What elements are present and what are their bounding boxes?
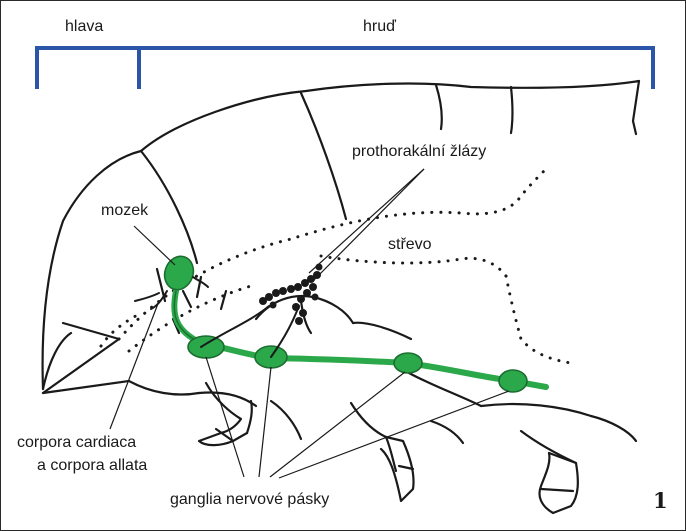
label-gut: střevo: [388, 236, 432, 253]
figure-number: 1: [653, 488, 668, 513]
label-prothoracic-glands: prothorakální žlázy: [352, 143, 486, 160]
leader-ganglion-2: [259, 367, 271, 477]
region-brackets: [37, 48, 653, 89]
leader-lines: [110, 169, 509, 478]
leg-2: [351, 403, 414, 501]
label-ganglia: ganglia nervové pásky: [170, 491, 329, 508]
head-bracket: [37, 48, 139, 89]
leader-brain: [134, 226, 175, 265]
label-corpora-line1: corpora cardiaca: [17, 434, 136, 451]
leader-prothoracic-2: [313, 169, 424, 281]
ganglion-4: [499, 370, 527, 392]
leader-ganglion-3: [270, 372, 405, 477]
leader-prothoracic-1: [309, 169, 424, 273]
leg-3: [521, 431, 578, 513]
brain: [160, 252, 198, 294]
prothoracic-glands: [259, 264, 323, 326]
ventral-nerve-cord: [174, 291, 546, 387]
larva-body-outline: [43, 81, 639, 441]
label-thorax: hruď: [363, 18, 396, 35]
label-brain: mozek: [101, 202, 149, 219]
label-corpora-line2: a corpora allata: [37, 457, 147, 474]
label-head: hlava: [65, 18, 103, 35]
ganglion-1: [188, 336, 224, 358]
ganglion-3: [394, 353, 422, 373]
leader-corpora: [110, 301, 159, 429]
